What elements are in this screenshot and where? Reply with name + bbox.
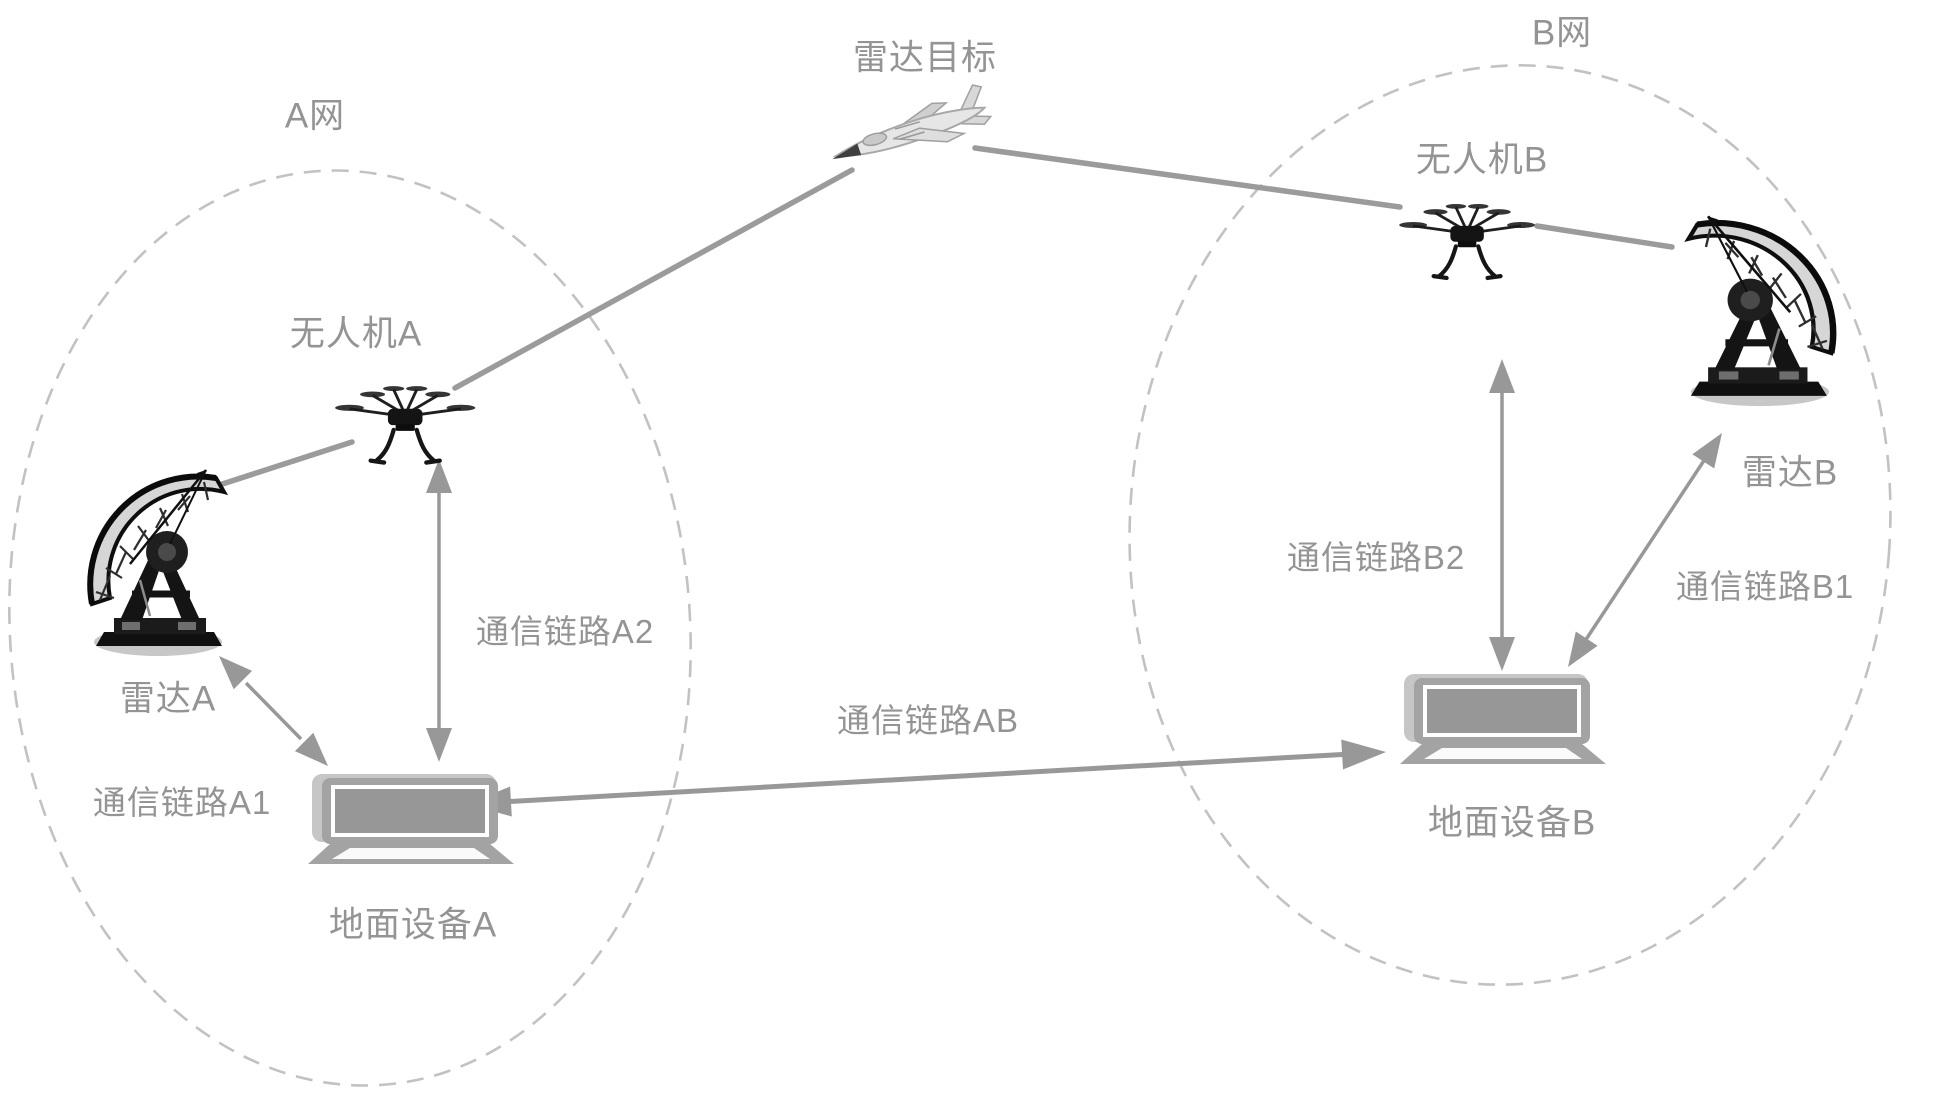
radar-a-to-uav-a-line xyxy=(204,439,355,492)
comm-link-ab-arrow xyxy=(467,739,1386,817)
comm-link-b2-label: 通信链路B2 xyxy=(1286,539,1466,576)
comm-link-a2-arrow xyxy=(426,459,452,762)
network-a-boundary xyxy=(8,169,692,1087)
comm-link-b1-label: 通信链路B1 xyxy=(1675,568,1855,605)
radar-target-label: 雷达目标 xyxy=(852,38,998,78)
network-b-boundary xyxy=(1128,64,1892,986)
uav-b-to-radar-b-line xyxy=(1534,223,1675,250)
comm-link-a2-label: 通信链路A2 xyxy=(475,613,655,650)
comm-link-b2-arrow xyxy=(1489,359,1515,671)
network-a-label: A网 xyxy=(284,96,346,136)
network-b-label: B网 xyxy=(1531,13,1593,53)
uav-a-label: 无人机A xyxy=(289,314,423,354)
drone-a-icon xyxy=(335,386,475,462)
laptop-a-icon xyxy=(306,772,516,866)
uav-b-label: 无人机B xyxy=(1415,140,1549,180)
radar-dish-a-icon xyxy=(90,470,224,656)
ground-equipment-b-label: 地面设备B xyxy=(1427,803,1597,843)
radar-b-label: 雷达B xyxy=(1741,453,1839,493)
comm-link-b1-arrow xyxy=(1568,433,1722,667)
comm-link-a1-label: 通信链路A1 xyxy=(92,784,272,821)
comm-link-a1-arrow xyxy=(219,656,328,766)
radar-a-label: 雷达A xyxy=(119,679,217,719)
laptop-b-icon xyxy=(1398,672,1608,766)
drone-b-icon xyxy=(1399,204,1535,278)
comm-link-ab-label: 通信链路AB xyxy=(836,702,1020,739)
radar-dish-b-icon xyxy=(1689,216,1833,406)
ground-equipment-a-label: 地面设备A xyxy=(328,905,498,945)
jet-to-uav-b-line xyxy=(972,145,1403,210)
fighter-jet-icon xyxy=(822,81,996,171)
jet-to-uav-a-line xyxy=(452,167,855,391)
